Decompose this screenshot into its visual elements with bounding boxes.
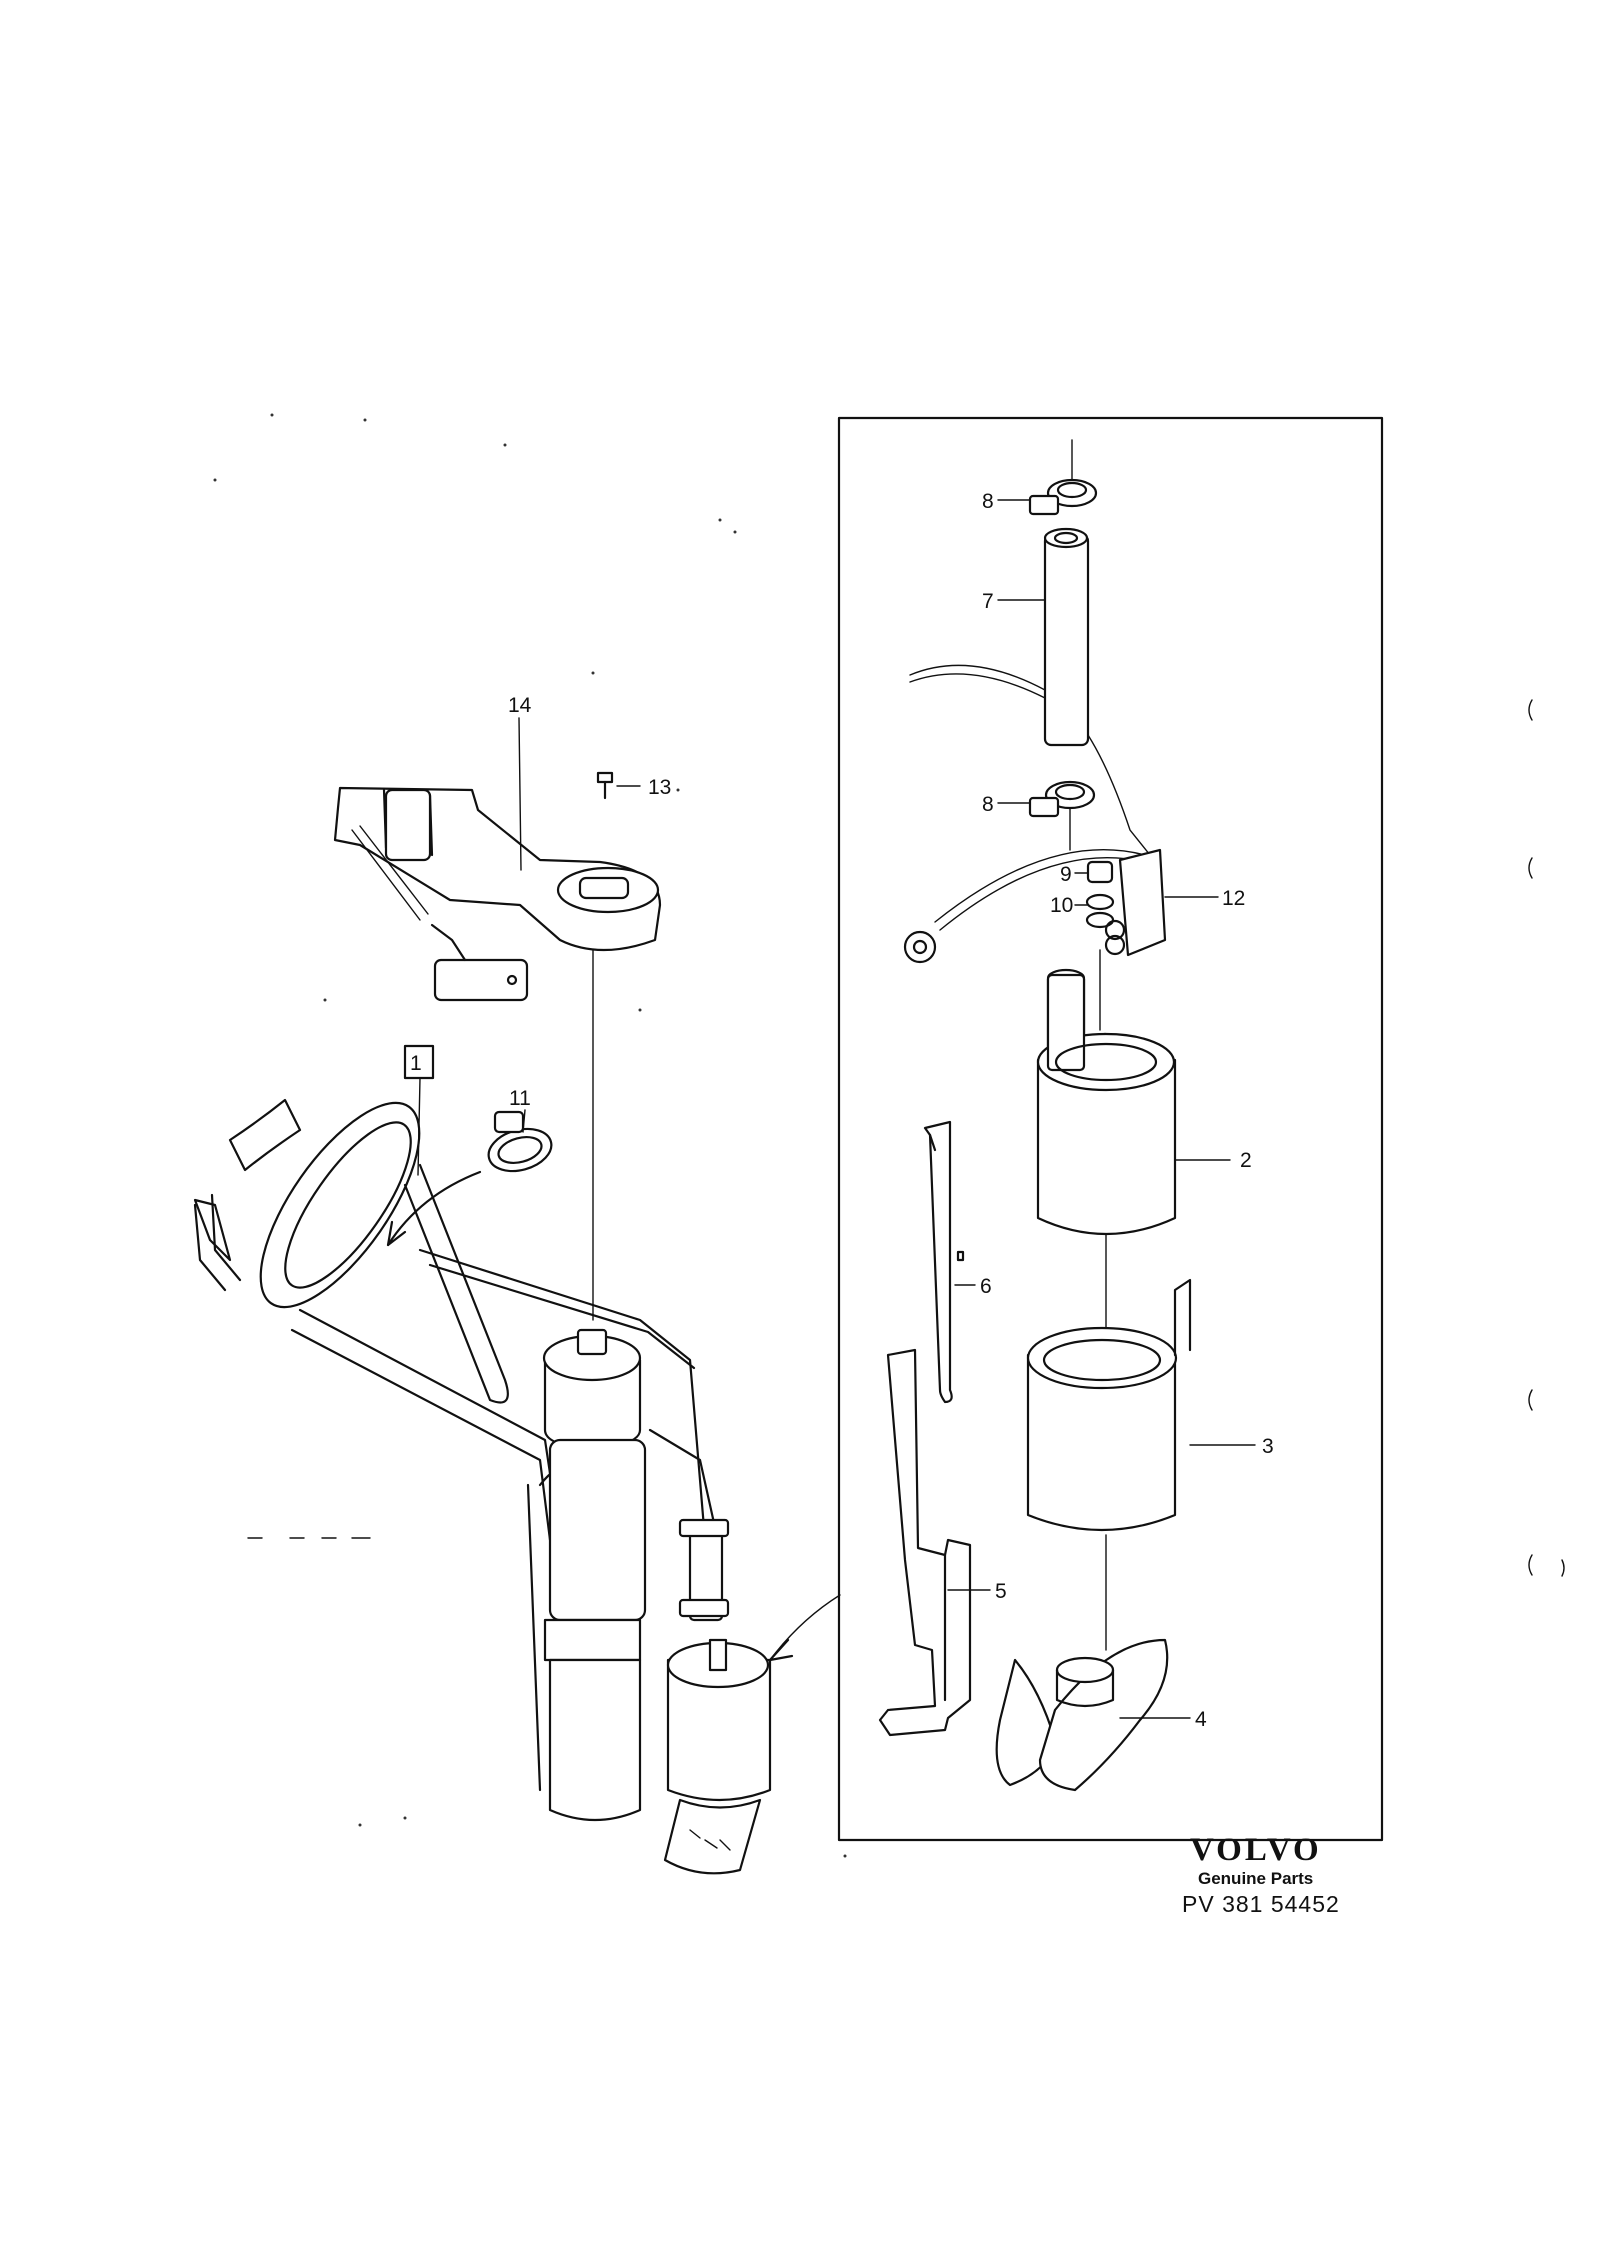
- scan-specks: [213, 413, 847, 1858]
- binder-hole-marks: [1528, 699, 1565, 1577]
- left-leader-lines: [403, 717, 641, 1176]
- callout-labels: 1 2 3 4 5 6 7 8 8 9 10 11 12 13 14: [410, 490, 1274, 1731]
- detail-parts: [878, 439, 1192, 1792]
- callout-3: 3: [1262, 1435, 1274, 1458]
- brand-block: VOLVO Genuine Parts PV 381 54452: [1182, 1832, 1340, 1917]
- hose-clamp-11: [487, 1110, 553, 1173]
- callout-9: 9: [1060, 863, 1072, 886]
- callout-7: 7: [982, 590, 994, 613]
- callout-11: 11: [509, 1087, 531, 1110]
- callout-8-top: 8: [982, 490, 994, 513]
- callout-1: 1: [410, 1052, 422, 1075]
- diagram-code: PV 381 54452: [1182, 1891, 1340, 1917]
- callout-5: 5: [995, 1580, 1007, 1603]
- callout-8-lower: 8: [982, 793, 994, 816]
- callout-4: 4: [1195, 1708, 1207, 1731]
- callout-14: 14: [508, 694, 532, 717]
- callout-13: 13: [648, 776, 671, 799]
- tank-flange-assembly: [193, 1098, 841, 1875]
- detail-view-frame: [837, 416, 1384, 1842]
- callout-box-1: [403, 1044, 435, 1080]
- genuine-parts-label: Genuine Parts: [1198, 1869, 1313, 1888]
- callout-2: 2: [1240, 1149, 1252, 1172]
- screw-13: [596, 771, 614, 800]
- detail-leader-lines: [947, 499, 1256, 1719]
- callout-12: 12: [1222, 887, 1245, 910]
- sender-unit-bracket: [333, 786, 662, 1321]
- callout-10: 10: [1050, 894, 1073, 917]
- volvo-logo: VOLVO: [1190, 1832, 1322, 1868]
- callout-6: 6: [980, 1275, 992, 1298]
